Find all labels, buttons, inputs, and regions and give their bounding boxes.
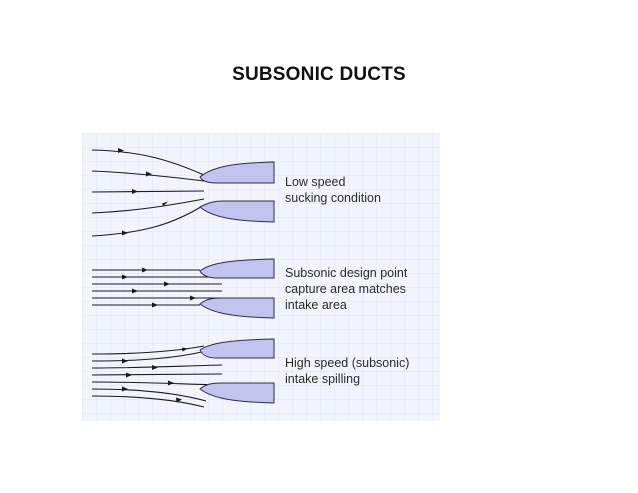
streamline xyxy=(91,395,205,408)
intake-flow-diagram: Low speed sucking condition Subsonic xyxy=(82,133,440,421)
streamline xyxy=(91,388,207,402)
streamline-arrow xyxy=(164,281,170,287)
streamline xyxy=(91,364,223,369)
panel-high-speed: High speed (subsonic) intake spilling xyxy=(91,338,409,408)
caption-high-speed-line-1: High speed (subsonic) xyxy=(285,356,409,370)
streamline-arrow xyxy=(152,365,158,370)
streamlines-design-point xyxy=(92,267,222,308)
streamline-arrow xyxy=(132,288,138,294)
streamline xyxy=(91,190,205,193)
intake-upper-lip xyxy=(199,161,275,184)
streamline xyxy=(91,350,207,362)
intake-upper-lip xyxy=(199,338,275,359)
panel-low-speed: Low speed sucking condition xyxy=(91,148,381,237)
intake-upper-lip xyxy=(199,258,275,279)
streamlines-low-speed xyxy=(91,148,205,237)
caption-design-point-line-3: intake area xyxy=(285,298,347,312)
streamline-arrow xyxy=(118,148,124,153)
streamline-arrow xyxy=(176,397,182,403)
streamline-arrow xyxy=(152,302,158,308)
streamline-arrow xyxy=(132,189,138,194)
streamlines-high-speed xyxy=(91,345,223,408)
streamline xyxy=(91,170,205,182)
caption-low-speed-line-1: Low speed xyxy=(285,175,346,189)
caption-design-point-line-2: capture area matches xyxy=(285,282,406,296)
streamline-arrow xyxy=(162,201,168,206)
streamline-arrow xyxy=(122,386,128,392)
streamline-arrow xyxy=(146,171,152,177)
slide-title: SUBSONIC DUCTS xyxy=(232,64,406,85)
streamline xyxy=(91,373,223,376)
streamline-arrow xyxy=(122,230,128,236)
streamline-arrow xyxy=(126,372,132,378)
streamline xyxy=(91,149,205,176)
streamline xyxy=(91,204,205,237)
caption-high-speed-line-2: intake spilling xyxy=(285,372,360,386)
streamline-arrow xyxy=(142,267,148,273)
streamline xyxy=(91,345,205,355)
intake-lower-lip xyxy=(199,297,275,319)
caption-low-speed-line-2: sucking condition xyxy=(285,191,381,205)
streamline xyxy=(91,198,205,214)
streamline-arrow xyxy=(190,295,196,301)
streamline-arrow xyxy=(182,347,188,352)
intake-lower-lip xyxy=(199,382,275,404)
streamline-arrow xyxy=(168,380,174,386)
panel-design-point: Subsonic design point capture area match… xyxy=(92,258,408,319)
streamline-arrow xyxy=(122,274,128,280)
intake-lower-lip xyxy=(199,200,275,223)
streamline-arrow xyxy=(122,358,128,364)
caption-design-point-line-1: Subsonic design point xyxy=(285,266,408,280)
